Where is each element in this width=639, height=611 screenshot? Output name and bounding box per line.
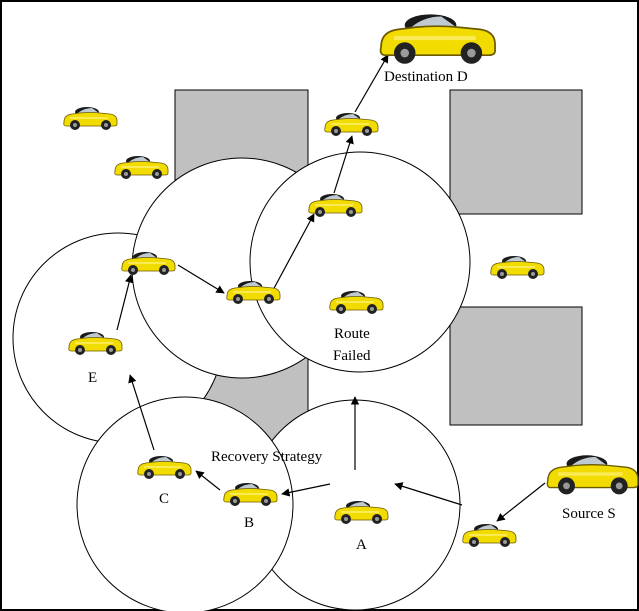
label-recovery-strategy: Recovery Strategy — [211, 449, 323, 465]
label-destination: Destination D — [384, 69, 468, 85]
label-node-b: B — [244, 515, 254, 531]
range-circle-c — [76, 396, 294, 611]
label-source: Source S — [562, 506, 616, 522]
label-node-e: E — [88, 370, 97, 386]
arrow-source-to-s — [496, 482, 546, 522]
label-failed: Failed — [333, 348, 371, 364]
label-route: Route — [334, 326, 370, 342]
arrow-e-to-upper — [116, 274, 134, 331]
arrow-b-to-c — [195, 470, 221, 491]
building-top-right — [449, 89, 583, 215]
arrow-top-to-destination — [354, 54, 389, 113]
arrow-upper-to-mid — [177, 264, 225, 294]
building-bottom-right — [449, 306, 583, 426]
arrow-route-to-top — [333, 135, 354, 194]
label-node-c: C — [159, 491, 169, 507]
range-circle-route — [249, 151, 471, 373]
arrow-mid-to-route — [271, 213, 315, 293]
arrow-s-to-a — [394, 482, 463, 506]
arrow-a-to-b — [281, 483, 331, 497]
label-node-a: A — [356, 537, 367, 553]
arrow-c-to-e2 — [128, 374, 155, 451]
